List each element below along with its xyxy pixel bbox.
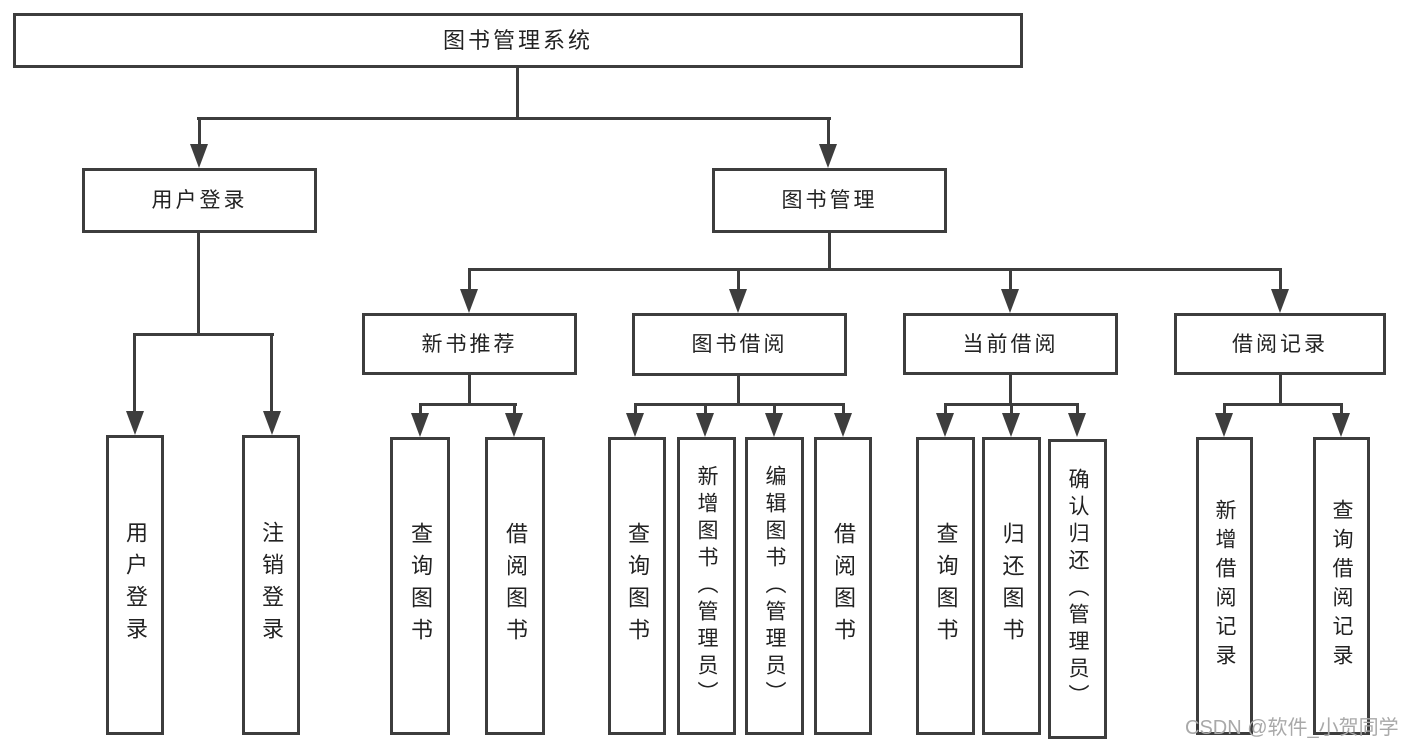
leaf-logout: 注销登录 bbox=[242, 435, 300, 735]
edge-root-hline bbox=[197, 117, 831, 120]
node-user-login: 用户登录 bbox=[82, 168, 317, 233]
edge-to-bb-borrow-stem bbox=[842, 403, 845, 415]
arrowhead-cb-confirm bbox=[1068, 413, 1086, 437]
edge-to-bb-add-stem bbox=[704, 403, 707, 415]
arrowhead-user-login bbox=[190, 144, 208, 168]
leaf-br-query-record: 查询借阅记录 bbox=[1313, 437, 1370, 735]
leaf-bb-query-books: 查询图书 bbox=[608, 437, 666, 735]
arrowhead-leaf-logout bbox=[263, 411, 281, 435]
edge-to-br-query-stem bbox=[1340, 403, 1343, 415]
leaf-bb-query-books-label: 查询图书 bbox=[625, 522, 650, 650]
node-root-label: 图书管理系统 bbox=[442, 27, 593, 53]
arrowhead-book-borrow bbox=[729, 289, 747, 313]
edge-to-cb-query-stem bbox=[944, 403, 947, 415]
arrowhead-current-borrow bbox=[1001, 289, 1019, 313]
leaf-br-add-record: 新增借阅记录 bbox=[1196, 437, 1253, 735]
leaf-cb-confirm-return-admin: 确认归还（管理员） bbox=[1048, 439, 1107, 739]
edge-book-mgmt-trunk-vline bbox=[828, 232, 831, 271]
leaf-br-add-record-label: 新增借阅记录 bbox=[1213, 499, 1236, 673]
leaf-bb-add-books-admin-label: 新增图书（管理员） bbox=[695, 464, 718, 708]
edge-to-new-book-rec-stem bbox=[468, 268, 471, 292]
edge-to-nbr-borrow-stem bbox=[513, 403, 516, 415]
leaf-nbr-borrow-books-label: 借阅图书 bbox=[503, 522, 528, 650]
leaf-cb-query-books-label: 查询图书 bbox=[933, 522, 959, 650]
watermark-text: CSDN @软件_小贺同学 bbox=[1185, 717, 1399, 739]
arrowhead-bb-borrow bbox=[834, 413, 852, 437]
edge-root-to-user-login-stem bbox=[198, 117, 201, 146]
node-borrow-record-label: 借阅记录 bbox=[1232, 332, 1328, 356]
node-current-borrow-label: 当前借阅 bbox=[962, 332, 1059, 356]
edge-to-bb-query-stem bbox=[634, 403, 637, 415]
arrowhead-nbr-borrow bbox=[505, 413, 523, 437]
edge-root-trunk-vline bbox=[516, 66, 519, 119]
edge-to-br-add-stem bbox=[1223, 403, 1226, 415]
node-new-book-recommend-label: 新书推荐 bbox=[421, 332, 518, 356]
leaf-bb-edit-books-admin: 编辑图书（管理员） bbox=[745, 437, 804, 735]
node-current-borrow: 当前借阅 bbox=[903, 313, 1118, 375]
edge-to-nbr-query-stem bbox=[419, 403, 422, 415]
arrowhead-leaf-user-login bbox=[126, 411, 144, 435]
edge-to-current-borrow-stem bbox=[1009, 268, 1012, 292]
edge-to-cb-confirm-stem bbox=[1076, 403, 1079, 415]
edge-user-login-hline bbox=[133, 333, 274, 336]
node-book-borrow: 图书借阅 bbox=[632, 313, 847, 376]
leaf-bb-borrow-books-label: 借阅图书 bbox=[831, 522, 856, 650]
edge-book-borrow-hline bbox=[634, 403, 845, 406]
node-book-management: 图书管理 bbox=[712, 168, 947, 233]
edge-root-to-book-mgmt-stem bbox=[827, 117, 830, 146]
node-book-borrow-label: 图书借阅 bbox=[691, 333, 788, 356]
edge-borrow-record-hline bbox=[1223, 403, 1343, 406]
arrowhead-bb-query bbox=[626, 413, 644, 437]
leaf-bb-add-books-admin: 新增图书（管理员） bbox=[677, 437, 736, 735]
edge-borrow-record-trunk-vline bbox=[1279, 374, 1282, 406]
edge-to-leaf-user-login-stem bbox=[133, 333, 136, 413]
leaf-bb-borrow-books: 借阅图书 bbox=[814, 437, 872, 735]
leaf-cb-return-books: 归还图书 bbox=[982, 437, 1041, 735]
edge-book-mgmt-hline bbox=[468, 268, 1282, 271]
edge-new-book-rec-hline bbox=[419, 403, 517, 406]
edge-new-book-rec-trunk-vline bbox=[468, 374, 471, 406]
arrowhead-cb-return bbox=[1002, 413, 1020, 437]
arrowhead-br-query bbox=[1332, 413, 1350, 437]
node-book-management-label: 图书管理 bbox=[781, 189, 878, 212]
arrowhead-bb-add bbox=[696, 413, 714, 437]
arrowhead-bb-edit bbox=[765, 413, 783, 437]
arrowhead-book-mgmt bbox=[819, 144, 837, 168]
node-new-book-recommend: 新书推荐 bbox=[362, 313, 577, 375]
edge-to-book-borrow-stem bbox=[737, 268, 740, 292]
edge-user-login-trunk-vline bbox=[197, 232, 200, 336]
leaf-br-query-record-label: 查询借阅记录 bbox=[1330, 499, 1353, 673]
edge-to-bb-edit-stem bbox=[773, 403, 776, 415]
leaf-cb-return-books-label: 归还图书 bbox=[999, 522, 1025, 650]
leaf-nbr-query-books-label: 查询图书 bbox=[408, 522, 433, 650]
arrowhead-nbr-query bbox=[411, 413, 429, 437]
leaf-bb-edit-books-admin-label: 编辑图书（管理员） bbox=[763, 464, 786, 708]
arrowhead-new-book-rec bbox=[460, 289, 478, 313]
arrowhead-cb-query bbox=[936, 413, 954, 437]
leaf-nbr-query-books: 查询图书 bbox=[390, 437, 450, 735]
edge-current-borrow-trunk-vline bbox=[1009, 374, 1012, 406]
leaf-logout-label: 注销登录 bbox=[259, 521, 284, 649]
leaf-cb-query-books: 查询图书 bbox=[916, 437, 975, 735]
node-user-login-label: 用户登录 bbox=[151, 189, 248, 212]
leaf-nbr-borrow-books: 借阅图书 bbox=[485, 437, 545, 735]
edge-to-borrow-record-stem bbox=[1279, 268, 1282, 292]
edge-to-leaf-logout-stem bbox=[270, 333, 273, 413]
leaf-cb-confirm-return-admin-label: 确认归还（管理员） bbox=[1066, 467, 1089, 711]
edge-to-cb-return-stem bbox=[1010, 403, 1013, 415]
edge-book-borrow-trunk-vline bbox=[737, 374, 740, 406]
leaf-user-login-label: 用户登录 bbox=[123, 521, 148, 649]
node-root: 图书管理系统 bbox=[13, 13, 1023, 68]
arrowhead-borrow-record bbox=[1271, 289, 1289, 313]
node-borrow-record: 借阅记录 bbox=[1174, 313, 1386, 375]
arrowhead-br-add bbox=[1215, 413, 1233, 437]
leaf-user-login: 用户登录 bbox=[106, 435, 164, 735]
